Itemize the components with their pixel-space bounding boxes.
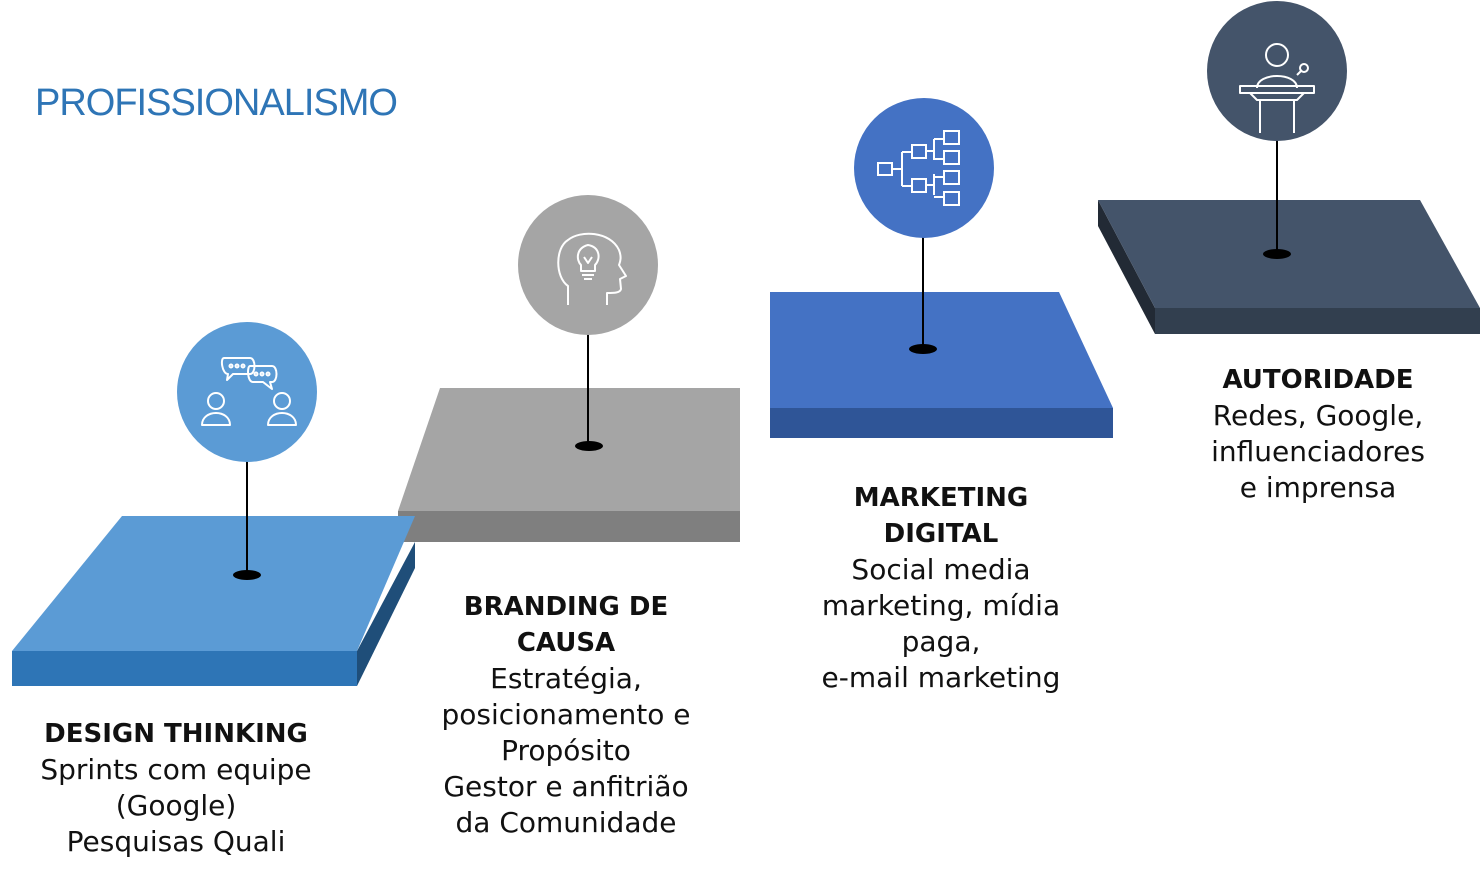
step-1-icon-circle bbox=[177, 322, 317, 462]
step-2-heading: CAUSA bbox=[516, 628, 616, 658]
step-1-side bbox=[357, 542, 415, 686]
step-3-top bbox=[770, 292, 1113, 408]
step-2-heading: BRANDING DE bbox=[463, 592, 669, 622]
step-2-icon-circle bbox=[518, 195, 658, 335]
step-2-top bbox=[398, 388, 740, 511]
step-1-front bbox=[12, 651, 357, 686]
step-1-heading: DESIGN THINKING bbox=[44, 719, 308, 749]
step-3-caption: MARKETING DIGITAL Social media marketing… bbox=[790, 480, 1092, 696]
step-3-line: paga, bbox=[901, 625, 981, 658]
step-4-caption: AUTORIDADE Redes, Google, influenciadore… bbox=[1170, 362, 1466, 506]
step-2-platform bbox=[398, 388, 740, 542]
step-1-caption: DESIGN THINKING Sprints com equipe (Goog… bbox=[16, 716, 336, 860]
step-3-pin bbox=[909, 344, 937, 354]
step-3-line: Social media bbox=[851, 553, 1031, 586]
step-1-platform bbox=[12, 516, 415, 686]
step-4-icon-circle bbox=[1207, 1, 1347, 141]
step-4-line: Redes, Google, bbox=[1212, 399, 1424, 432]
step-2-line: da Comunidade bbox=[455, 806, 677, 839]
step-2-line: Propósito bbox=[501, 734, 631, 767]
step-4-side bbox=[1098, 200, 1155, 334]
step-3-icon-circle bbox=[854, 98, 994, 238]
step-1-top bbox=[12, 516, 415, 651]
step-1-pin bbox=[233, 570, 261, 580]
hierarchy-icon bbox=[877, 130, 960, 206]
speaker-podium-icon bbox=[1239, 43, 1315, 133]
step-3-line: e-mail marketing bbox=[821, 661, 1061, 694]
step-4-front bbox=[1155, 308, 1480, 334]
step-2-pin bbox=[575, 441, 603, 451]
step-2-line: Estratégia, bbox=[490, 662, 642, 695]
step-1-line: Sprints com equipe bbox=[40, 753, 312, 786]
step-3-heading: DIGITAL bbox=[883, 519, 999, 549]
page-title: PROFISSIONALISMO bbox=[35, 82, 398, 124]
step-2-front bbox=[398, 511, 740, 542]
step-2-line: Gestor e anfitrião bbox=[443, 770, 689, 803]
step-2-line: posicionamento e bbox=[441, 698, 691, 731]
step-3-line: marketing, mídia bbox=[821, 589, 1061, 622]
step-3-platform bbox=[770, 292, 1113, 438]
step-1-line: (Google) bbox=[115, 789, 237, 822]
step-4-line: influenciadores bbox=[1211, 435, 1425, 468]
step-1-line: Pesquisas Quali bbox=[66, 825, 286, 858]
step-2-caption: BRANDING DE CAUSA Estratégia, posicionam… bbox=[410, 589, 722, 841]
step-4-pin bbox=[1263, 249, 1291, 259]
step-4-platform bbox=[1098, 200, 1480, 334]
step-3-heading: MARKETING bbox=[853, 483, 1029, 513]
step-3-front bbox=[770, 408, 1113, 438]
lightbulb-head-icon bbox=[557, 232, 627, 305]
step-4-line: e imprensa bbox=[1239, 471, 1397, 504]
step-4-heading: AUTORIDADE bbox=[1222, 365, 1414, 395]
conversation-icon bbox=[201, 357, 297, 426]
